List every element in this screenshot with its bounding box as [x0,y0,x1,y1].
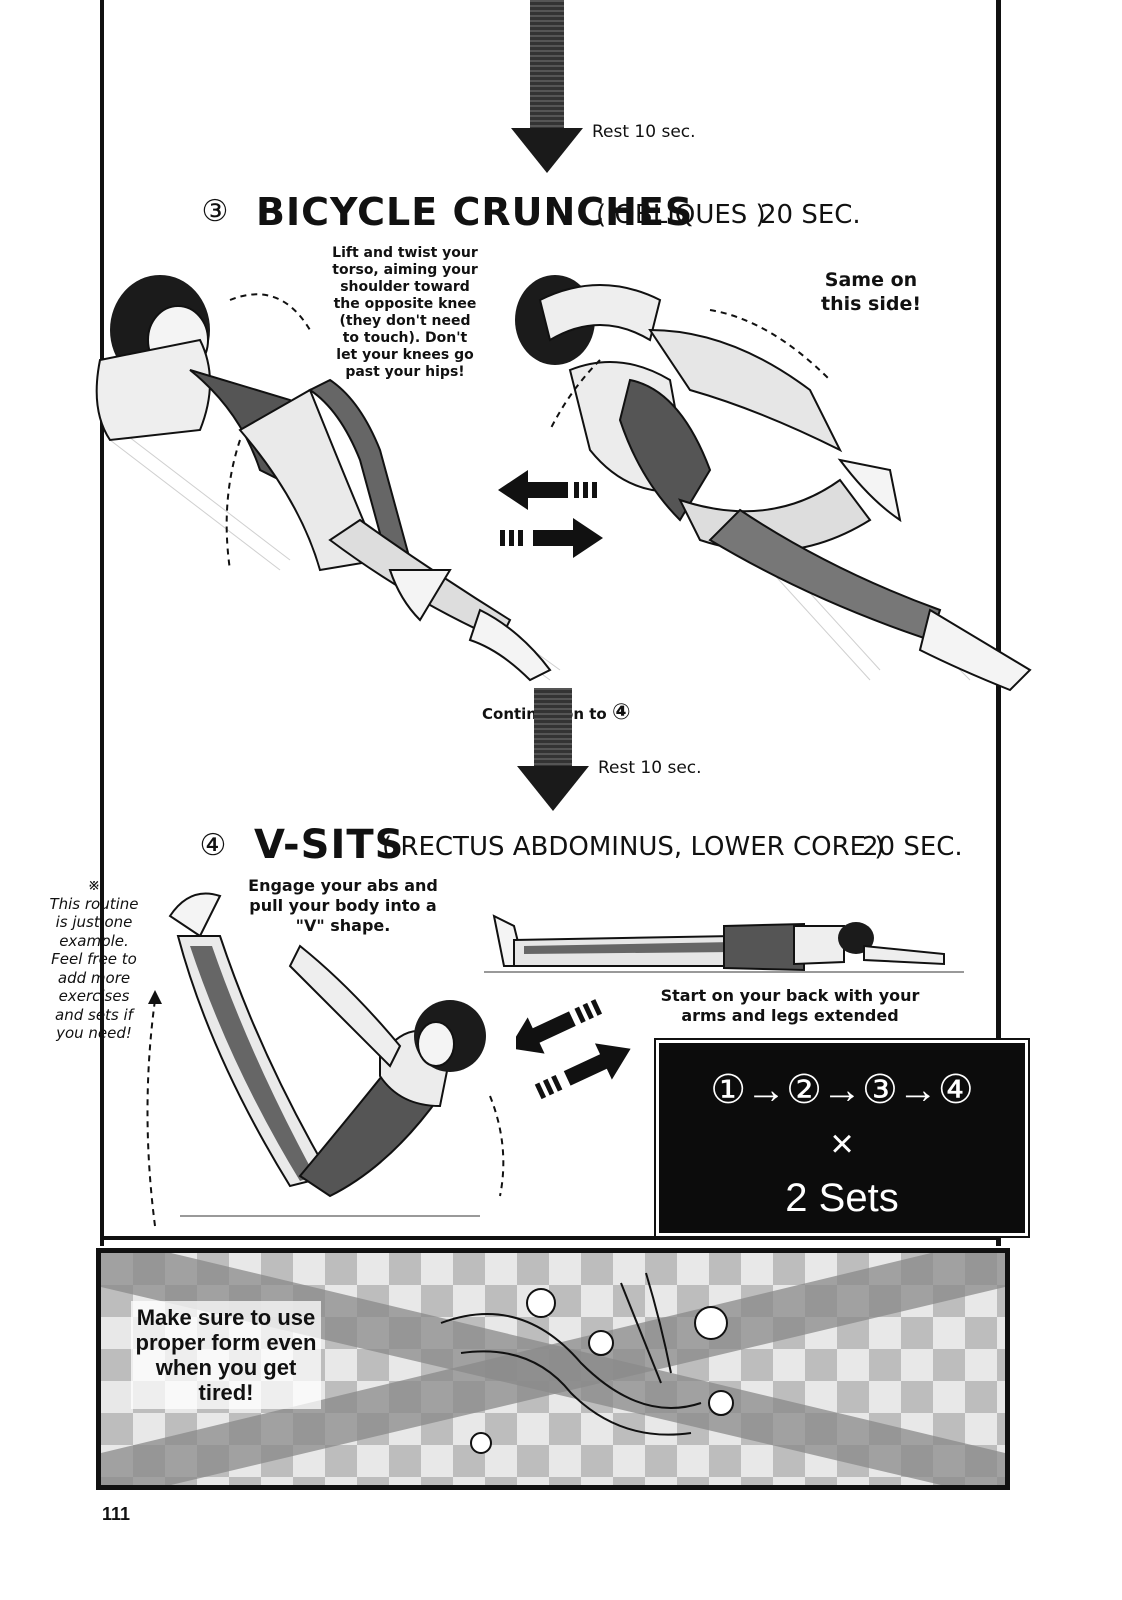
frame-right-border [996,0,1001,1246]
step-number-4: ④ [199,827,227,863]
tip-start-position: Start on your back with your arms and le… [660,986,920,1025]
frame-left-border [100,0,104,1246]
side-note-text: This routine is just one example. Feel f… [49,894,139,1043]
step-number-3: ③ [201,193,229,229]
side-note: ※ This routine is just one example. Feel… [46,876,142,1043]
muscle-group-obliques: ( OBLIQUES ) [596,200,766,230]
lying-start-illustration [484,914,964,973]
cross-mark [101,1253,1005,1485]
sets-times-symbol: × [830,1122,854,1166]
bicycle-crunch-right-illustration [515,275,1032,692]
duration-label-4: 20 SEC. [862,832,963,862]
swap-arrows-bicycle [498,470,603,558]
sets-sequence: ①→②→③→④ [710,1068,974,1112]
sets-summary-box: ①→②→③→④ × 2 Sets [654,1038,1030,1238]
bad-form-caption: Make sure to use proper form even when y… [131,1301,321,1409]
bicycle-crunch-left-illustration [95,275,561,682]
exercise-title-v-sits: V-sits [254,822,405,868]
sets-count: 2 Sets [785,1176,899,1220]
exercise-title-bicycle-crunches: Bicycle crunches [256,190,694,234]
tip-bicycle-twist: Lift and twist your torso, aiming your s… [332,245,478,380]
continue-label-number: ④ [611,700,631,725]
muscle-group-core: ( RECTUS ABDOMINUS, LOWER CORE ) [382,832,885,862]
side-note-mark: ※ [87,876,101,894]
rest-label-middle: Rest 10 sec. [598,758,702,778]
v-sit-arrow-left [146,990,162,1227]
duration-label-3: 20 SEC. [760,200,861,230]
frame-bottom-border [100,1236,1000,1240]
page-number: 111 [102,1504,131,1524]
v-sit-illustration [168,892,505,1217]
tip-engage-abs: Engage your abs and pull your body into … [248,876,438,935]
rest-label-top: Rest 10 sec. [592,122,696,142]
tip-same-other-side: Same on this side! [820,269,922,315]
swap-arrows-v-sit [516,999,631,1100]
bad-form-panel: Make sure to use proper form even when y… [96,1248,1010,1490]
